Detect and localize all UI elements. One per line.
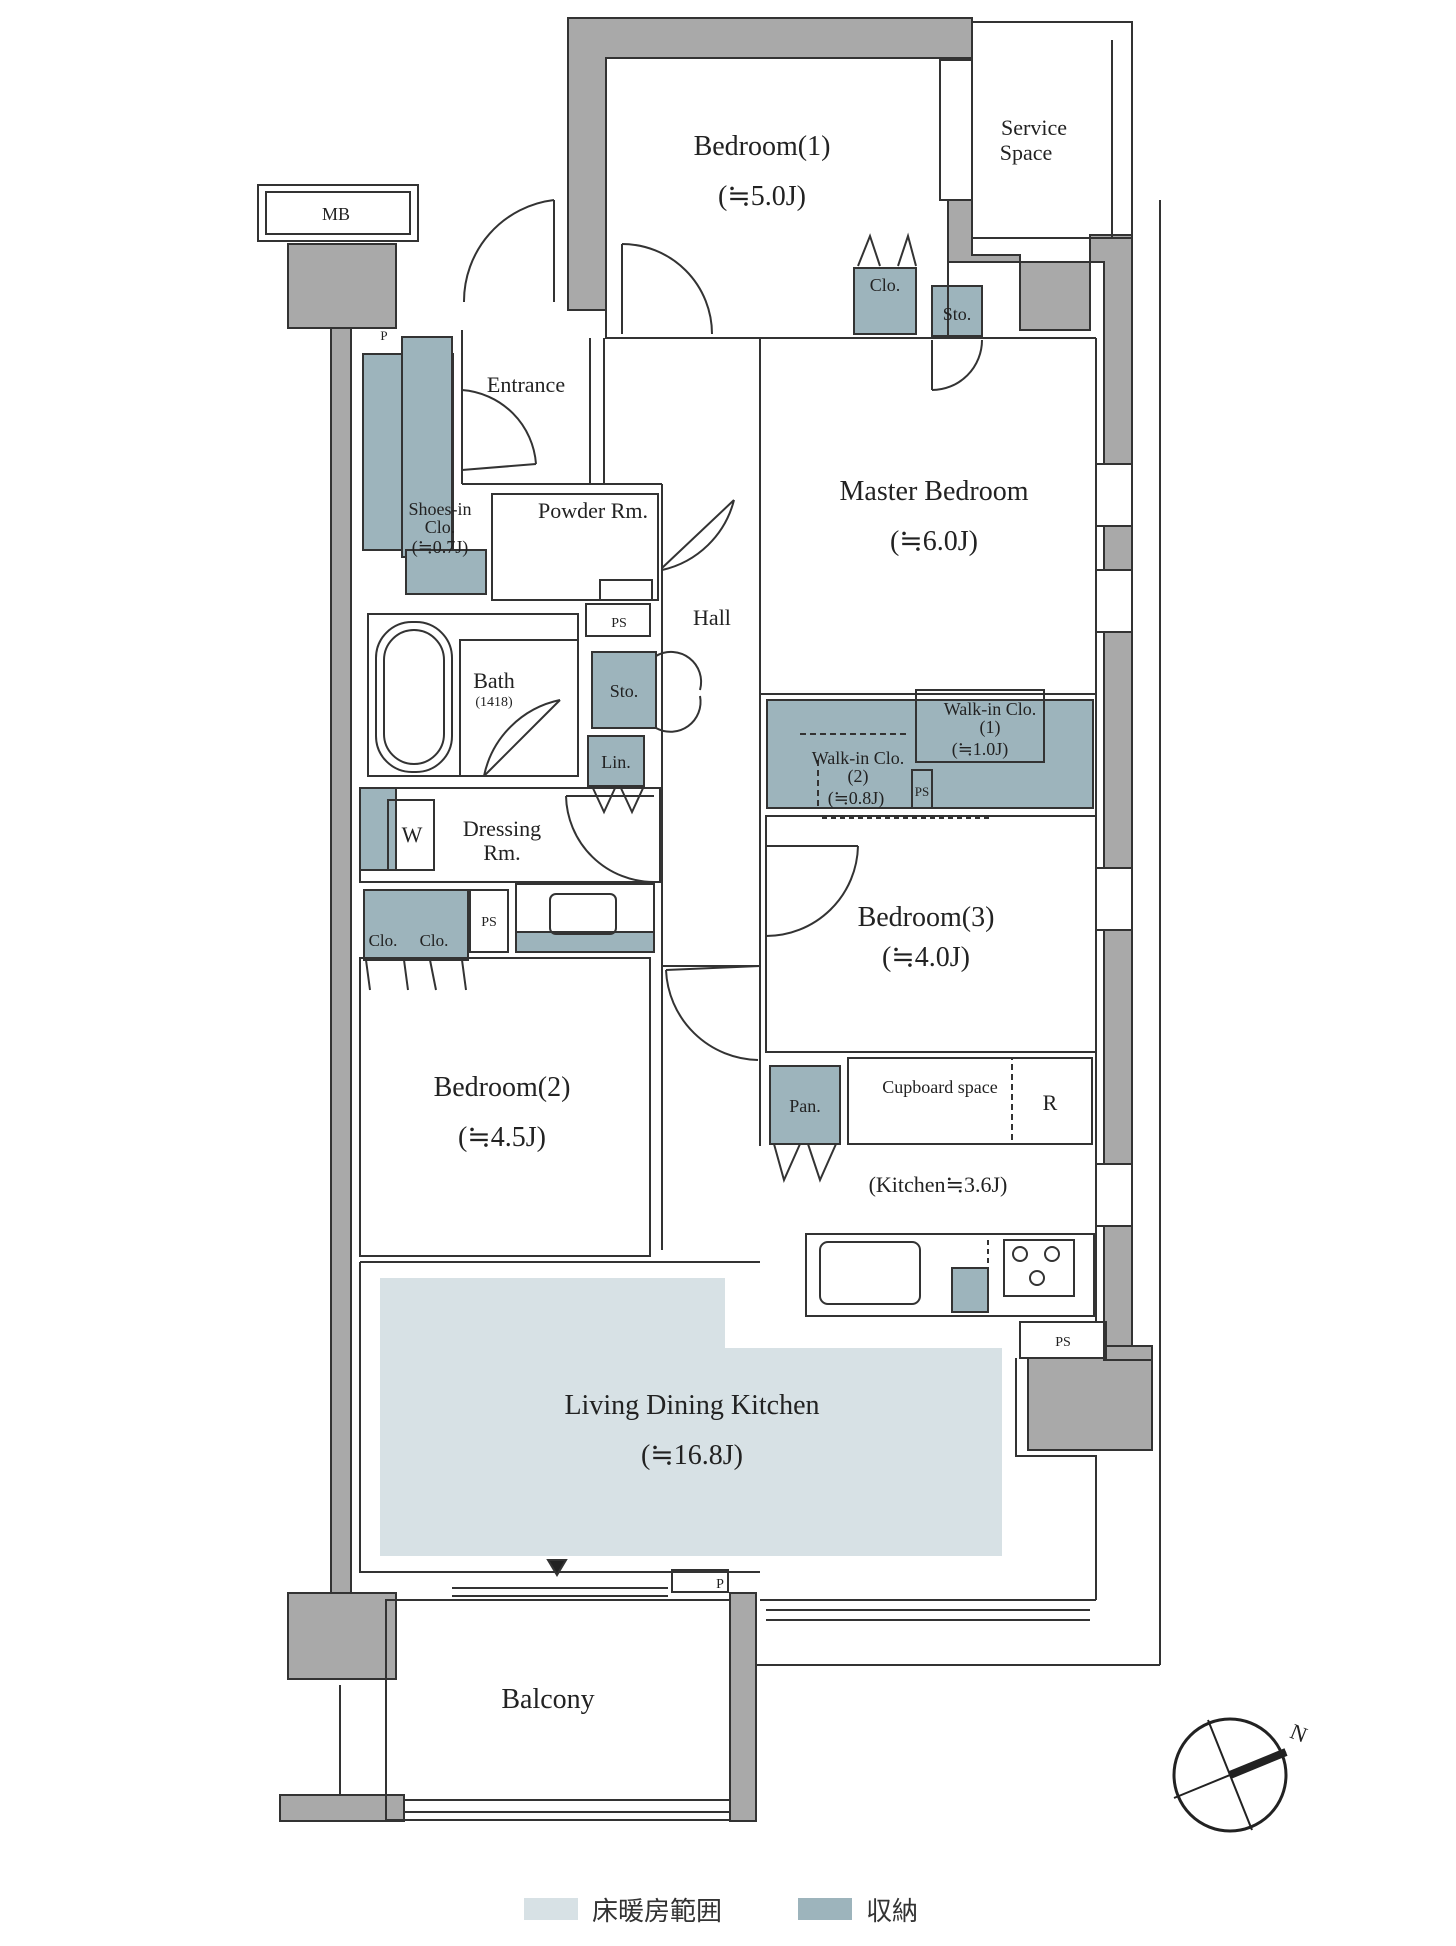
entrance-label: Entrance xyxy=(487,372,565,397)
walk-in-closet2-line1: Walk-in Clo. xyxy=(812,748,905,768)
compass-north: N xyxy=(1287,1718,1311,1747)
ps-label-dressing: PS xyxy=(481,915,497,930)
legend-storage-label: 収納 xyxy=(866,1897,918,1927)
walk-in-closet1-line1: Walk-in Clo. xyxy=(944,699,1037,719)
service-space-line1: Service xyxy=(1001,115,1067,140)
legend-storage-swatch xyxy=(798,1898,852,1920)
bath-size: (1418) xyxy=(475,695,513,710)
kitchen-storage xyxy=(951,1267,989,1313)
linen-label: Lin. xyxy=(601,752,631,772)
interior-walls xyxy=(257,21,1161,1821)
bedroom2-closet-b-label: Clo. xyxy=(420,931,449,950)
bedroom2-area: (≒4.5J) xyxy=(458,1122,546,1153)
walk-in-closet1-line2: (1) xyxy=(980,717,1001,738)
mb-label: MB xyxy=(322,204,350,224)
bedroom1-closet-label: Clo. xyxy=(870,275,901,295)
dressing-room-line2: Rm. xyxy=(483,840,520,865)
pipe-label-entrance: P xyxy=(380,328,387,343)
bedroom2-name: Bedroom(2) xyxy=(434,1072,571,1103)
ps-label-kitchen: PS xyxy=(1055,1335,1071,1350)
pantry-storage xyxy=(769,1065,841,1145)
shoes-closet-area: (≒0.7J) xyxy=(412,537,469,558)
hall-storage xyxy=(591,651,657,729)
bedroom1-area: (≒5.0J) xyxy=(718,181,806,212)
legend-floor-heating-swatch xyxy=(524,1898,578,1920)
kitchen-label: (Kitchen≒3.6J) xyxy=(869,1172,1008,1197)
bedroom1-storage-label: Sto. xyxy=(943,304,972,324)
windows-right xyxy=(939,59,1133,1227)
cupboard-space-label: Cupboard space xyxy=(882,1077,997,1097)
dressing-room-line1: Dressing xyxy=(463,816,541,841)
ps-label-powder: PS xyxy=(611,616,627,631)
refrigerator-label: R xyxy=(1043,1090,1058,1115)
linen-storage xyxy=(587,735,645,787)
pantry-label: Pan. xyxy=(789,1096,821,1116)
bedroom2-closets xyxy=(363,889,469,961)
compass: N xyxy=(1172,1717,1311,1833)
service-space-line2: Space xyxy=(1000,140,1053,165)
bath-label: Bath xyxy=(473,668,515,693)
washer-label: W xyxy=(402,822,423,847)
bedroom3-area: (≒4.0J) xyxy=(882,942,970,973)
bedroom1-storage xyxy=(931,285,983,337)
walk-in-closet1-area: (≒1.0J) xyxy=(952,739,1009,760)
ldk-name: Living Dining Kitchen xyxy=(564,1390,819,1421)
bedroom3-name: Bedroom(3) xyxy=(858,902,995,933)
bedroom1-name: Bedroom(1) xyxy=(694,131,831,162)
powder-room-label: Powder Rm. xyxy=(538,498,648,523)
master-bedroom-name: Master Bedroom xyxy=(840,476,1029,507)
ps-label-closet: PS xyxy=(915,784,929,799)
bedroom1-closet-storage xyxy=(853,267,917,335)
floor-heating-area xyxy=(380,1278,1002,1556)
door-swings xyxy=(365,199,983,1577)
ldk-area: (≒16.8J) xyxy=(641,1440,743,1471)
pipe-label-ldk: P xyxy=(716,1577,724,1592)
walk-in-closet-storage xyxy=(766,699,1094,809)
hall-storage-label: Sto. xyxy=(610,681,639,701)
balcony-label: Balcony xyxy=(501,1684,594,1715)
legend-floor-heating-label: 床暖房範囲 xyxy=(592,1897,722,1927)
room-labels: Bedroom(1) (≒5.0J) Service Space MB Entr… xyxy=(322,115,1067,1715)
fixture-labels: Clo. Sto. Sto. Lin. Clo. Clo. PS PS PS P… xyxy=(369,275,1071,1592)
hall-label: Hall xyxy=(693,605,731,630)
shoes-closet-line1: Shoes-in xyxy=(409,499,472,519)
bedroom2-closet-a-label: Clo. xyxy=(369,931,398,950)
walk-in-closet2-line2: (2) xyxy=(848,766,869,787)
walk-in-closet2-area: (≒0.8J) xyxy=(828,788,885,809)
master-bedroom-area: (≒6.0J) xyxy=(890,526,978,557)
storage-areas xyxy=(359,267,1094,1313)
legend: 床暖房範囲 収納 xyxy=(524,1897,918,1927)
shoes-closet-line2: Clo. xyxy=(425,517,456,537)
